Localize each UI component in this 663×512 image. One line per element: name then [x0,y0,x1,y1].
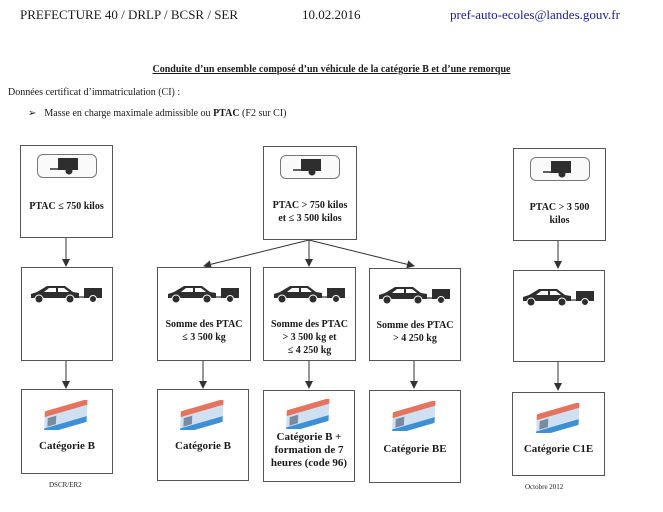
combo-box-1 [21,267,113,361]
header-email-link[interactable]: pref-auto-ecoles@landes.gouv.fr [450,7,620,22]
car-with-trailer-icon [168,286,239,304]
car-with-trailer-icon [273,286,345,304]
combo-box-3-label-1: Somme des PTAC [270,319,349,330]
trailer-box-medium-label-2: et ≤ 3 500 kilos [278,213,342,224]
license-box-4-label: Catégorie BE [383,443,447,455]
license-box-3-label-3: heures (code 96) [270,457,348,469]
license-box-2: Catégorie B [157,389,249,481]
license-box-2-label: Catégorie B [175,440,231,452]
license-box-3: Catégorie B + formation de 7 heures (cod… [263,390,355,482]
bullet-text: Masse en charge maximale admissible ou [44,108,214,119]
driving-license-card-icon [535,403,579,433]
header-date: 10.02.2016 [302,7,361,22]
combo-box-3: Somme des PTAC > 3 500 kg et ≤ 4 250 kg [263,267,356,361]
license-box-5: Catégorie C1E [512,392,605,476]
trailer-box-medium-label-1: PTAC > 750 kilos [272,200,348,211]
combo-box-4-label-2: > 4 250 kg [393,333,437,344]
footer-reference: DSCR/ER2 [49,481,82,489]
license-box-1-label: Catégorie B [39,440,95,452]
combo-box-3-label-3: ≤ 4 250 kg [287,345,332,356]
trailer-box-heavy-label-1: PTAC > 3 500 [529,202,590,213]
driving-license-card-icon [43,400,88,430]
combo-box-2: Somme des PTAC ≤ 3 500 kg [157,267,251,361]
trailer-sign-icon [280,155,340,179]
footer-date: Octobre 2012 [525,483,564,491]
arrow-2-to-combo-4 [308,239,415,269]
license-box-3-label-1: Catégorie B + [276,431,342,443]
bullet-bold: PTAC [213,108,240,119]
license-box-3-label-2: formation de 7 [274,444,344,456]
bullet-arrow-icon: ➢ [28,108,37,119]
car-with-trailer-icon [31,286,102,304]
bullet-text-after: (F2 sur CI) [239,108,287,119]
combo-box-4-label-1: Somme des PTAC [376,320,454,331]
driving-license-card-icon [285,399,330,429]
trailer-box-heavy-label-2: kilos [549,215,570,226]
combo-box-3-label-2: > 3 500 kg et [282,332,337,343]
header-organization: PREFECTURE 40 / DRLP / BCSR / SER [20,7,239,22]
document-title: Conduite d’un ensemble composé d’un véhi… [152,64,511,75]
driving-license-card-icon [179,400,224,430]
license-box-1: Catégorie B [21,389,113,474]
trailer-sign-icon [36,154,97,178]
license-box-5-label: Catégorie C1E [523,443,594,455]
trailer-box-light-label: PTAC ≤ 750 kilos [29,201,104,212]
bullet-item: ➢Masse en charge maximale admissible ou … [28,108,287,119]
car-with-trailer-icon [523,289,594,307]
trailer-sign-icon [529,157,590,181]
combo-box-4: Somme des PTAC > 4 250 kg [369,268,461,361]
combo-box-5 [513,270,605,362]
car-with-trailer-icon [379,287,450,305]
license-box-4: Catégorie BE [369,390,461,483]
trailer-box-medium: PTAC > 750 kilos et ≤ 3 500 kilos [263,146,357,240]
trailer-box-heavy: PTAC > 3 500 kilos [513,148,606,241]
arrow-2-to-combo-2 [203,239,310,269]
combo-box-2-label-2: ≤ 3 500 kg [182,332,226,343]
trailer-box-light: PTAC ≤ 750 kilos [20,145,113,238]
intro-text: Données certificat d’immatriculation (CI… [8,87,181,98]
driving-license-card-icon [391,401,436,431]
combo-box-2-label-1: Somme des PTAC [165,319,243,330]
